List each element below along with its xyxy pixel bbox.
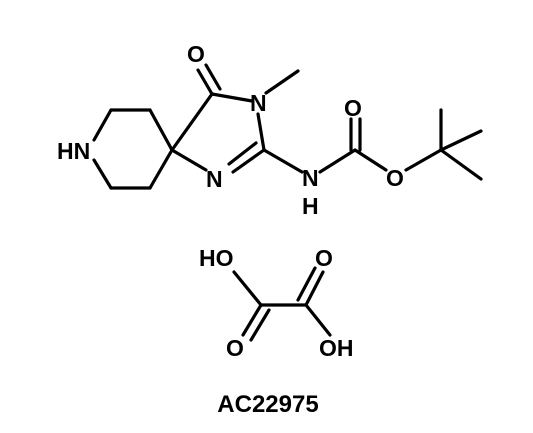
atom-o-ester: O — [386, 165, 404, 191]
bond-oxalic-left-oh — [232, 270, 263, 307]
bond-n-spiro — [170, 148, 208, 172]
bond-pip-bottom-right — [148, 148, 174, 190]
bond-tbu-right-down — [439, 148, 483, 181]
oxalic-acid-bonds — [232, 266, 332, 342]
bond-n-methyl — [264, 69, 300, 95]
bond-pip-top-right — [148, 108, 174, 152]
bond-nh-carbonyl — [318, 148, 357, 174]
bond-c2-n-double-b — [227, 141, 258, 166]
compound-id-label: AC22975 — [217, 391, 318, 418]
atom-nh-n: N — [302, 165, 319, 191]
bond-c2-nh — [262, 148, 304, 174]
bond-carbonyl-n — [210, 92, 254, 103]
atom-o-bottom: O — [226, 335, 244, 361]
bond-oxalic-right-co-a — [304, 270, 325, 307]
bond-oxalic-left-co-b — [249, 308, 271, 342]
atom-o-carbonyl: O — [344, 95, 362, 121]
bond-spiro-carbonyl — [170, 92, 214, 152]
atom-o-right: O — [315, 245, 333, 271]
bond-carbonyl-oester — [353, 148, 388, 172]
atom-hn-ring: HN — [57, 138, 90, 164]
bond-ring-co-b — [204, 63, 222, 91]
bond-oester-tbu — [404, 148, 443, 172]
bond-oxalic-right-co-b — [296, 266, 317, 302]
atom-n-methyl: N — [250, 90, 267, 116]
atom-nh-h: H — [302, 193, 319, 219]
atom-oh-bottom: OH — [319, 335, 354, 361]
bond-n-c2 — [256, 112, 266, 152]
bond-ring-co-a — [196, 68, 214, 96]
bond-oxalic-left-co-a — [241, 303, 263, 337]
bond-c2-n-double-a — [231, 148, 266, 174]
bond-pip-bottom-left — [92, 158, 113, 190]
atom-ho-left: HO — [199, 245, 234, 271]
atom-n-ring: N — [206, 166, 223, 192]
bond-pip-top-left — [92, 108, 113, 142]
atom-labels: O N O HN N N H O HO O O OH — [57, 41, 404, 361]
main-molecule-bonds — [92, 63, 483, 190]
bond-oxalic-right-oh — [304, 303, 332, 337]
bond-tbu-right-up — [439, 129, 483, 152]
atom-o-top: O — [187, 41, 205, 67]
